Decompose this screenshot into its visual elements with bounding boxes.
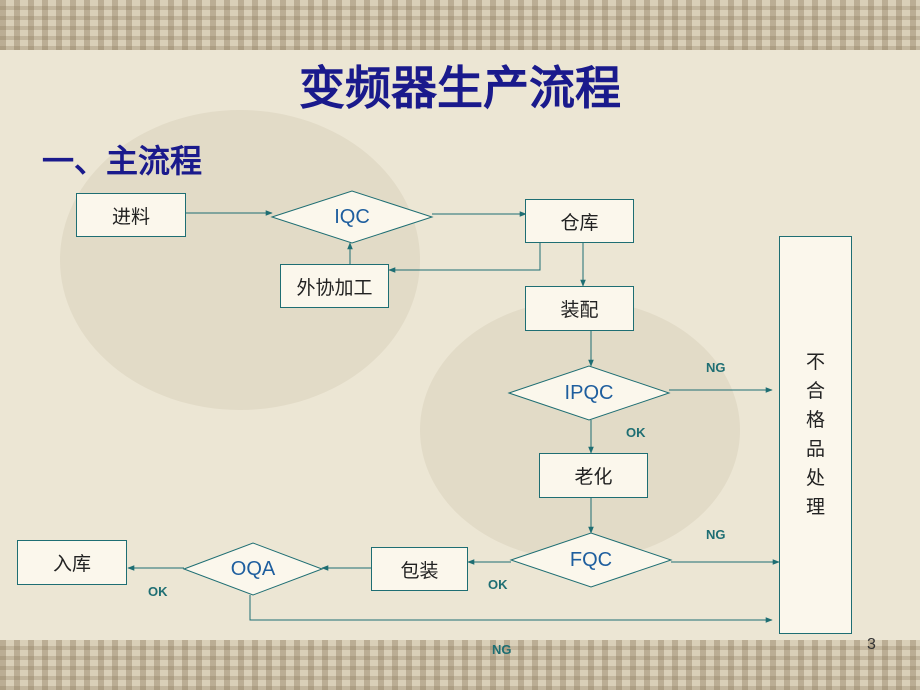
incoming-box: 进料 [76, 193, 186, 237]
ng-label-fqc: NG [706, 527, 726, 542]
page-title: 变频器生产流程 [299, 61, 621, 115]
decorative-top-border [0, 0, 920, 50]
background-watermark [60, 110, 420, 410]
nonconforming-char: 处 [805, 467, 825, 489]
ng-label-ipqc: NG [706, 360, 726, 375]
ok-label-oqa: OK [148, 584, 168, 599]
background-watermark [420, 300, 740, 560]
assembly-box: 装配 [525, 286, 634, 331]
oqa-label: OQA [230, 557, 276, 580]
ipqc-label: IPQC [564, 381, 614, 404]
nonconforming-char: 不 [805, 351, 825, 373]
storage-box: 入库 [17, 540, 127, 585]
decorative-bottom-border [0, 640, 920, 690]
fqc-diamond [509, 532, 673, 588]
nonconforming-handling-box: 不 合 格 品 处 理 [779, 236, 852, 634]
arrow-warehouse-outsourcing [388, 243, 541, 273]
iqc-label: IQC [334, 205, 370, 228]
ok-label-ipqc: OK [626, 425, 646, 440]
ng-label-oqa: NG [492, 642, 512, 657]
nonconforming-char: 合 [805, 380, 825, 402]
ipqc-diamond [507, 365, 671, 421]
fqc-label: FQC [569, 548, 613, 571]
packaging-box: 包装 [371, 547, 468, 591]
nonconforming-char: 品 [805, 438, 825, 460]
iqc-diamond [270, 190, 434, 244]
section-heading: 一、主流程 [42, 142, 203, 180]
arrow-oqa-ng [249, 595, 773, 623]
aging-box: 老化 [539, 453, 648, 498]
ok-label-fqc: OK [488, 577, 508, 592]
warehouse-box: 仓库 [525, 199, 634, 243]
page-number: 3 [867, 636, 876, 653]
outsourcing-box: 外协加工 [280, 264, 389, 308]
nonconforming-char: 格 [805, 409, 825, 431]
nonconforming-char: 理 [805, 496, 825, 518]
